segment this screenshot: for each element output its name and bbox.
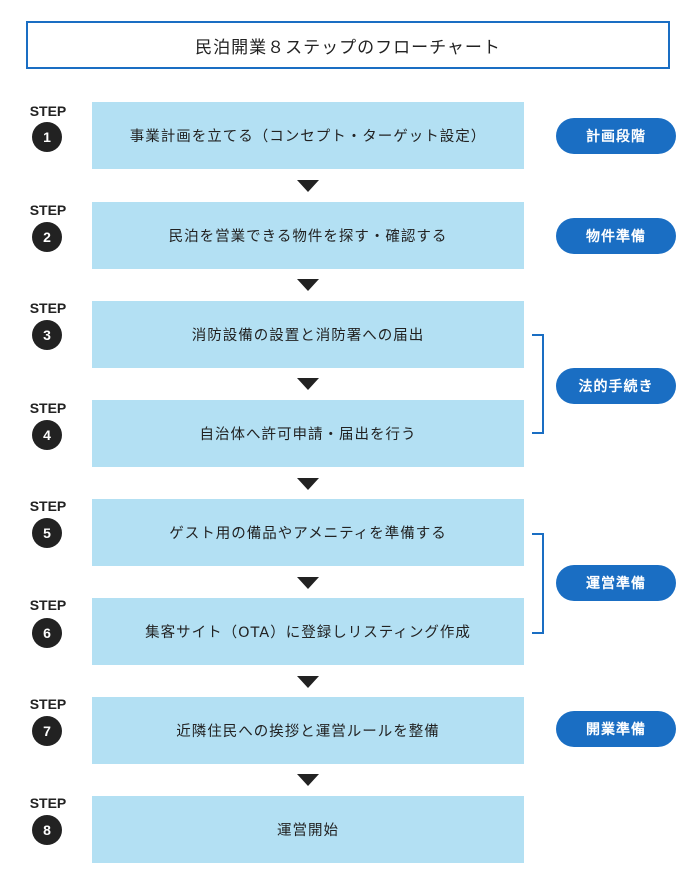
step-label: STEP [29,795,67,811]
phase-badge-opening: 開業準備 [556,711,676,747]
step-text: 民泊を営業できる物件を探す・確認する [168,229,448,245]
step-label: STEP [29,597,67,613]
down-arrow-icon [297,676,319,688]
step-number-badge: 8 [32,815,62,845]
step-box-5: ゲスト用の備品やアメニティを準備する [92,499,524,566]
step-text: 運営開始 [277,823,339,839]
step-label: STEP [29,696,67,712]
step-label: STEP [29,300,67,316]
step-box-3: 消防設備の設置と消防署への届出 [92,301,524,368]
step-box-4: 自治体へ許可申請・届出を行う [92,400,524,467]
phase-badge-legal: 法的手続き [556,368,676,404]
down-arrow-icon [297,478,319,490]
step-text: 集客サイト（OTA）に登録しリスティング作成 [145,625,471,641]
phase-bracket-legal [532,334,544,434]
step-box-8: 運営開始 [92,796,524,863]
down-arrow-icon [297,378,319,390]
step-label: STEP [29,103,67,119]
step-label: STEP [29,400,67,416]
step-number-badge: 3 [32,320,62,350]
down-arrow-icon [297,774,319,786]
step-box-6: 集客サイト（OTA）に登録しリスティング作成 [92,598,524,665]
step-label: STEP [29,202,67,218]
step-label: STEP [29,498,67,514]
phase-badge-property: 物件準備 [556,218,676,254]
phase-badge-operation: 運営準備 [556,565,676,601]
step-box-7: 近隣住民への挨拶と運営ルールを整備 [92,697,524,764]
step-number-badge: 6 [32,618,62,648]
step-box-1: 事業計画を立てる（コンセプト・ターゲット設定） [92,102,524,169]
down-arrow-icon [297,180,319,192]
step-text: 自治体へ許可申請・届出を行う [199,427,417,443]
step-number-badge: 2 [32,222,62,252]
step-text: ゲスト用の備品やアメニティを準備する [169,526,447,542]
step-number-badge: 5 [32,518,62,548]
flowchart-title: 民泊開業８ステップのフローチャート [26,21,670,69]
step-text: 事業計画を立てる（コンセプト・ターゲット設定） [129,129,487,145]
step-number-badge: 4 [32,420,62,450]
phase-badge-planning: 計画段階 [556,118,676,154]
step-text: 近隣住民への挨拶と運営ルールを整備 [176,724,440,740]
down-arrow-icon [297,279,319,291]
step-text: 消防設備の設置と消防署への届出 [191,328,425,344]
step-box-2: 民泊を営業できる物件を探す・確認する [92,202,524,269]
step-number-badge: 1 [32,122,62,152]
down-arrow-icon [297,577,319,589]
step-number-badge: 7 [32,716,62,746]
phase-bracket-operation [532,533,544,634]
